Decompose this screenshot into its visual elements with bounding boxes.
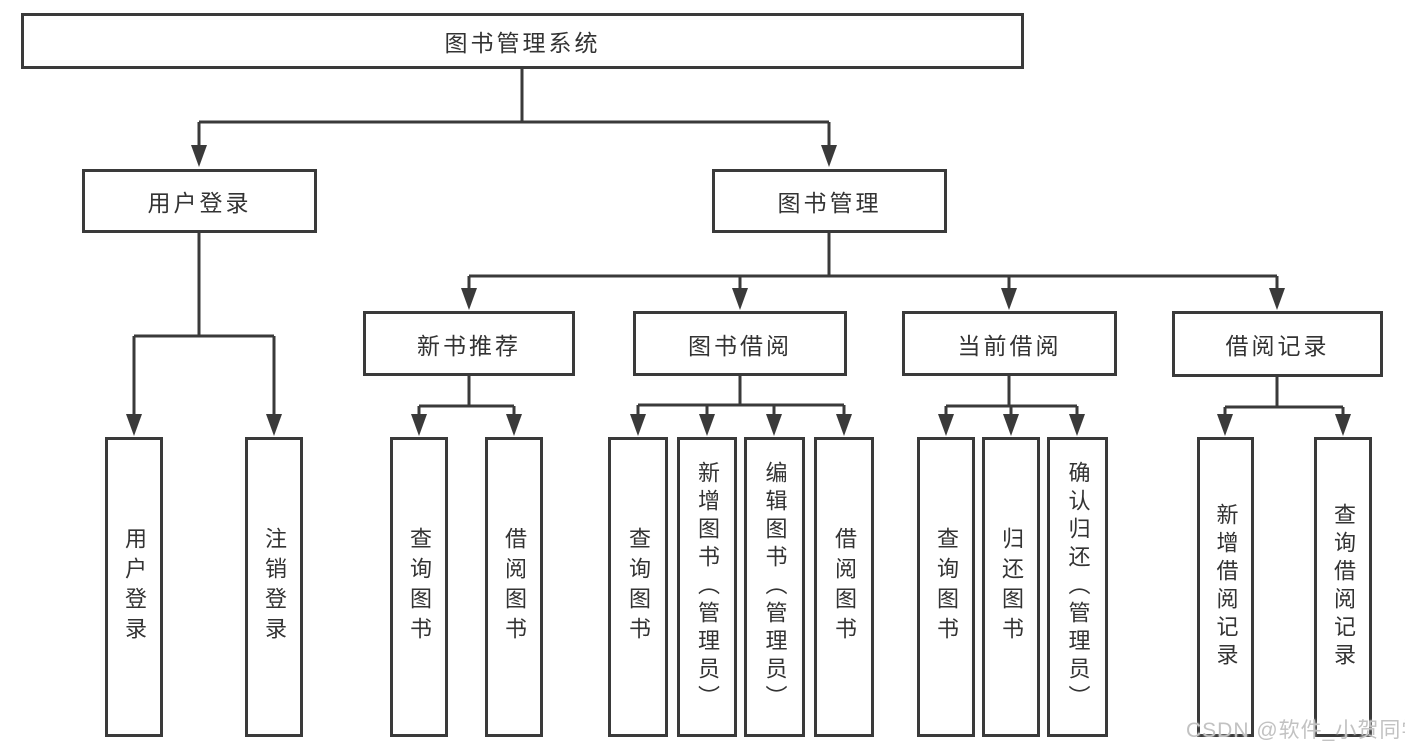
node-book-management: 图书管理 [712, 169, 947, 233]
arrowhead [126, 414, 142, 436]
connector-current-to-leaves [944, 376, 1079, 414]
arrowhead [732, 288, 748, 310]
arrowhead [1001, 288, 1017, 310]
arrowhead [1335, 414, 1351, 436]
node-borrowing-records: 借阅记录 [1172, 311, 1383, 377]
node-leaf-confirm-return-admin: 确认归还（管理员） [1047, 437, 1108, 737]
connector-newbook-to-leaves [417, 376, 516, 414]
arrowhead [1217, 414, 1233, 436]
arrowhead [1003, 414, 1019, 436]
arrowhead [938, 414, 954, 436]
arrowhead [506, 414, 522, 436]
node-current-borrowing: 当前借阅 [902, 311, 1117, 376]
connector-userlogin-to-leaves [132, 233, 276, 414]
arrowhead [1069, 414, 1085, 436]
node-leaf-borrow-books-1: 借阅图书 [485, 437, 543, 737]
node-library-management-system: 图书管理系统 [21, 13, 1024, 69]
node-leaf-logout: 注销登录 [245, 437, 303, 737]
node-leaf-borrow-books-2: 借阅图书 [814, 437, 874, 737]
connector-bookmgmt-to-level3 [467, 233, 1279, 289]
arrowhead [630, 414, 646, 436]
node-new-book-recommendation: 新书推荐 [363, 311, 575, 376]
node-leaf-query-books-2: 查询图书 [608, 437, 668, 737]
connector-records-to-leaves [1223, 377, 1345, 414]
node-book-borrowing: 图书借阅 [633, 311, 847, 376]
node-leaf-query-books-3: 查询图书 [917, 437, 975, 737]
node-leaf-edit-books-admin: 编辑图书（管理员） [744, 437, 805, 737]
csdn-watermark: CSDN @软件_小贺同学 [1186, 719, 1405, 742]
node-leaf-add-books-admin: 新增图书（管理员） [677, 437, 737, 737]
node-leaf-return-books: 归还图书 [982, 437, 1040, 737]
arrowhead [266, 414, 282, 436]
connector-borrowing-to-leaves [636, 375, 846, 414]
arrowhead [821, 145, 837, 167]
arrowhead [191, 145, 207, 167]
node-user-login: 用户登录 [82, 169, 317, 233]
node-leaf-user-login: 用户登录 [105, 437, 163, 737]
arrowhead [699, 414, 715, 436]
node-leaf-query-borrow-record: 查询借阅记录 [1314, 437, 1372, 737]
arrowhead [1269, 288, 1285, 310]
node-leaf-query-books-1: 查询图书 [390, 437, 448, 737]
arrowhead [766, 414, 782, 436]
connector-root-to-level2 [197, 69, 831, 146]
arrowhead [461, 288, 477, 310]
arrowhead [411, 414, 427, 436]
arrowhead [836, 414, 852, 436]
node-leaf-add-borrow-record: 新增借阅记录 [1197, 437, 1254, 737]
